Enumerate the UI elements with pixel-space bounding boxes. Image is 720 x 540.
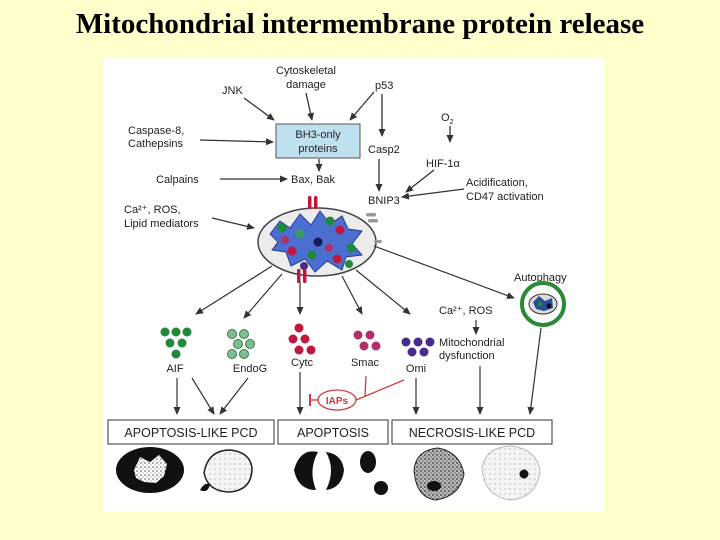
iaps-inhibition: IAPs [309,375,405,411]
upstream-arrows [199,91,465,230]
smac-label: Smac [351,357,380,369]
bnip3-label: BNIP3 [368,195,400,207]
bh3-label-2: proteins [298,143,338,155]
bh3-label-1: BH3-only [295,129,341,141]
cytc-cluster [288,323,316,355]
endog-label: EndoG [233,363,267,375]
pathway-diagram: JNK Cytoskeletal damage p53 O2 Caspase-8… [107,65,567,501]
apoptosis-label: APOPTOSIS [297,426,369,440]
caspase8-label-1: Caspase-8, [128,125,184,137]
diagram-panel: JNK Cytoskeletal damage p53 O2 Caspase-8… [104,58,604,512]
ca-ros-branch-label: Ca²⁺, ROS [439,305,492,317]
jnk-label: JNK [222,85,243,97]
omi-label: Omi [406,363,426,375]
calpains-label: Calpains [156,174,199,186]
acidification-label-2: CD47 activation [466,191,544,203]
outcome-arrows [173,327,542,415]
p53-label: p53 [375,80,393,92]
autophagy-label: Autophagy [514,272,567,284]
necrosis-like-label: NECROSIS-LIKE PCD [409,426,535,440]
cytoskeletal-label-2: damage [286,79,326,91]
iaps-label: IAPs [326,396,349,407]
cell-morphology-row [116,445,541,501]
endog-cluster [227,329,255,359]
apoptosis-box [277,419,389,445]
apoptosis-like-label: APOPTOSIS-LIKE PCD [124,426,257,440]
acidification-label-1: Acidification, [466,177,528,189]
outcome-boxes: APOPTOSIS-LIKE PCD APOPTOSIS NECROSIS-LI… [107,419,553,445]
cytoskeletal-label-1: Cytoskeletal [276,65,336,77]
bh3-only-box [275,123,361,159]
omi-cluster [401,337,435,357]
cytc-label: Cytc [291,357,314,369]
release-arrows [195,245,515,319]
apoptosis-like-box [107,419,275,445]
ca-ros-label-2: Lipid mediators [124,218,199,230]
casp2-label: Casp2 [368,144,400,156]
slide-title: Mitochondrial intermembrane protein rele… [75,8,645,40]
mito-dysfunction-label-1: Mitochondrial [439,337,504,349]
hif1a-label: HIF-1α [426,158,461,170]
necrosis-like-box [391,419,553,445]
autophagosome [520,281,566,327]
ca-ros-label-1: Ca²⁺, ROS, [124,204,181,216]
bax-bak-label: Bax, Bak [291,174,336,186]
o2-label: O2 [441,112,454,126]
mito-dysfunction-label-2: dysfunction [439,350,495,362]
caspase8-label-2: Cathepsins [128,138,184,150]
aif-cluster [160,327,192,359]
mitochondrion [257,196,382,283]
aif-label: AIF [166,363,183,375]
smac-cluster [353,330,381,351]
